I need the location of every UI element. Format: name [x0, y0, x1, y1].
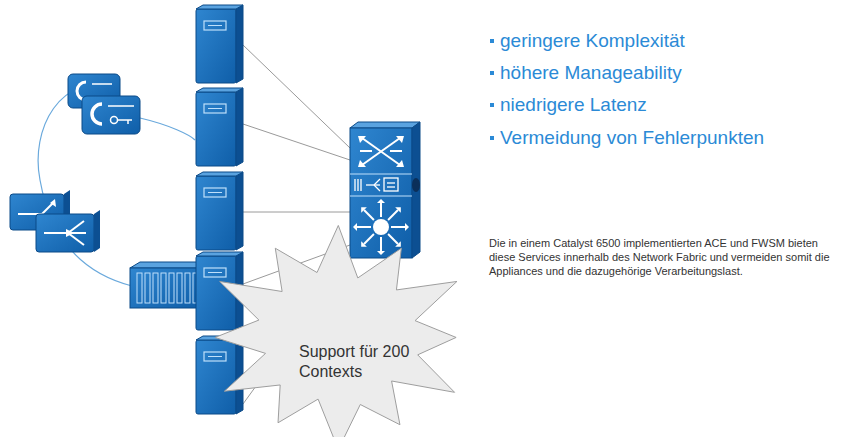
bullet-text: Vermeidung von Fehlerpunkten [500, 127, 764, 149]
bullet-marker [490, 39, 494, 43]
bullet-text: niedrigere Latenz [500, 94, 647, 116]
bullet-marker [490, 103, 494, 107]
starburst-callout: Support für 200 Contexts [215, 212, 489, 436]
note-text: Die in einem Catalyst 6500 implementiert… [489, 236, 845, 278]
bullet-marker [490, 136, 494, 140]
bullet-text: geringere Komplexität [500, 30, 685, 52]
bullet-text: höhere Manageability [500, 62, 682, 84]
bullet-marker [490, 71, 494, 75]
starburst-shape [215, 212, 489, 436]
callout-text: Support für 200 Contexts [299, 342, 429, 382]
